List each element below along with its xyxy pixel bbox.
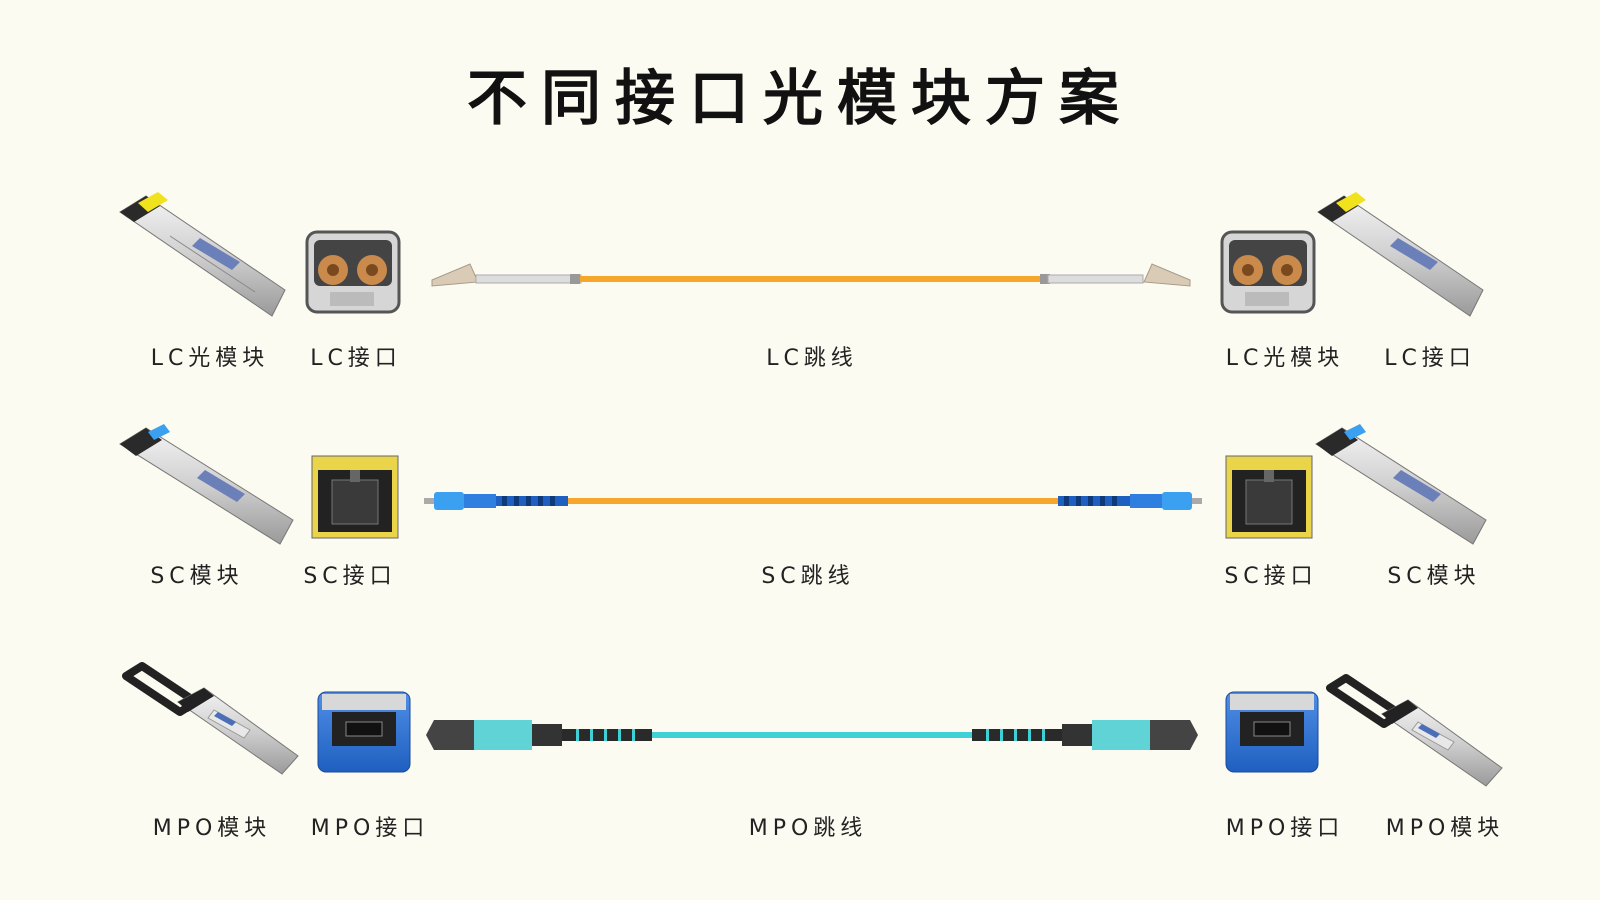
mpo-module-left-icon (122, 662, 299, 775)
lc-module-right-icon (1317, 192, 1484, 317)
mpo-module-right-label: MPO模块 (1385, 816, 1505, 841)
sc-port-right-icon (1225, 455, 1313, 539)
page-title: 不同接口光模块方案 (467, 64, 1133, 134)
lc-patch-cable (431, 263, 1191, 287)
mpo-port-left-icon (317, 691, 411, 773)
sc-patch-cable (424, 492, 1202, 510)
sc-port-left-icon (311, 455, 399, 539)
mpo-port-right-icon (1225, 691, 1319, 773)
sc-module-left-icon (119, 424, 294, 545)
mpo-patch-cable (426, 720, 1198, 750)
lc-port-right-label: LC接口 (1384, 346, 1476, 371)
sc-module-right-label: SC模块 (1387, 564, 1481, 589)
lc-module-left-icon (119, 192, 286, 317)
mpo-port-right-label: MPO接口 (1225, 816, 1345, 841)
mpo-port-left-label: MPO接口 (310, 816, 430, 841)
sc-port-right-label: SC接口 (1224, 564, 1318, 589)
lc-module-right-label: LC光模块 (1225, 346, 1345, 371)
lc-port-left-label: LC接口 (310, 346, 402, 371)
sc-port-left-label: SC接口 (303, 564, 397, 589)
sc-cable-label: SC跳线 (761, 564, 855, 589)
mpo-cable-label: MPO跳线 (748, 816, 868, 841)
lc-port-left-icon (305, 230, 401, 314)
mpo-module-right-icon (1326, 674, 1503, 787)
lc-port-right-icon (1220, 230, 1316, 314)
sc-module-right-icon (1315, 424, 1487, 545)
lc-module-left-label: LC光模块 (150, 346, 270, 371)
lc-cable-label: LC跳线 (766, 346, 858, 371)
sc-module-left-label: SC模块 (150, 564, 244, 589)
mpo-module-left-label: MPO模块 (152, 816, 272, 841)
